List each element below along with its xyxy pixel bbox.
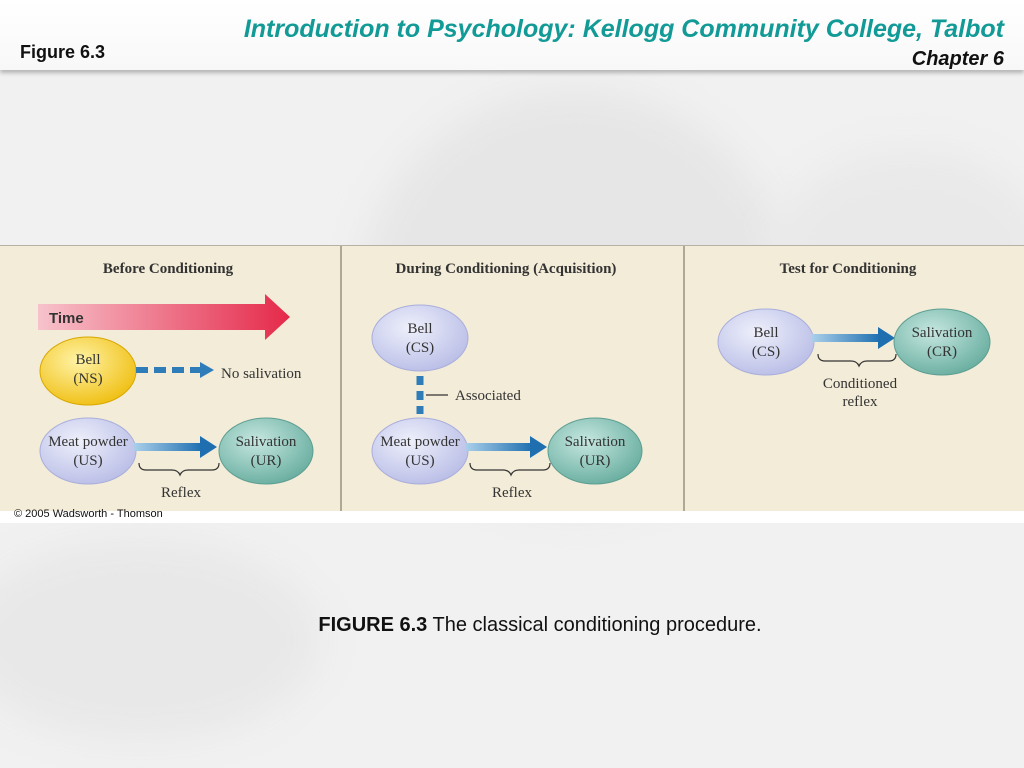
bell-cs-node [371, 304, 469, 372]
node-label: (CS) [406, 340, 434, 356]
copyright-text: © 2005 Wadsworth - Thomson [14, 508, 163, 520]
reflex-brace [469, 462, 551, 477]
figure-caption: FIGURE 6.3 The classical conditioning pr… [0, 614, 1024, 637]
reflex-brace [138, 462, 220, 477]
node-label: Bell [754, 325, 779, 341]
node-label: (NS) [73, 371, 102, 387]
panel-heading: Test for Conditioning [780, 261, 917, 277]
dashed-arrow-head [200, 362, 214, 378]
conditioned-brace [817, 353, 897, 368]
reflex-label: Reflex [161, 485, 201, 501]
conditioned-reflex-label: reflex [843, 394, 878, 410]
panel-heading: Before Conditioning [103, 261, 234, 277]
slide-title: Introduction to Psychology: Kellogg Comm… [243, 15, 1004, 43]
figure-label: Figure 6.3 [20, 42, 106, 62]
node-label: (CS) [752, 344, 780, 360]
node-label: Salivation [912, 325, 973, 341]
conditioned-reflex-label: Conditioned [823, 376, 898, 392]
panel-heading: During Conditioning (Acquisition) [396, 261, 617, 277]
associated-label: Associated [455, 388, 521, 404]
slide-header [0, 0, 1024, 70]
meat-powder-node [371, 417, 469, 485]
reflex-label: Reflex [492, 485, 532, 501]
reflex-arrow-head [200, 436, 217, 458]
time-label: Time [49, 310, 84, 327]
node-label: (UR) [580, 453, 611, 469]
bell-cs-node [717, 308, 815, 376]
conditioning-diagram: Before Conditioning Time Bell (NS) No sa… [0, 245, 1024, 513]
diagram-svg: Before Conditioning Time Bell (NS) No sa… [38, 246, 991, 512]
node-label: (US) [73, 453, 102, 469]
copyright-strip [0, 511, 1024, 523]
node-label: (CR) [927, 344, 957, 360]
node-label: Bell [76, 352, 101, 368]
conditioned-arrow [812, 334, 880, 342]
salivation-ur-node [218, 417, 314, 485]
reflex-arrow-head [530, 436, 547, 458]
node-label: Salivation [236, 434, 297, 450]
chapter-label: Chapter 6 [911, 48, 1004, 70]
salivation-ur-node [547, 417, 643, 485]
node-label: Bell [408, 321, 433, 337]
time-arrow [38, 294, 290, 340]
node-label: Meat powder [48, 434, 128, 450]
salivation-cr-node [893, 308, 991, 376]
caption-text: The classical conditioning procedure. [427, 614, 762, 636]
reflex-arrow [466, 443, 532, 451]
meat-powder-node [39, 417, 137, 485]
caption-figure-number: FIGURE 6.3 [318, 614, 428, 636]
node-label: Salivation [565, 434, 626, 450]
background-shape [0, 540, 320, 740]
conditioned-arrow-head [878, 327, 895, 349]
node-label: (UR) [251, 453, 282, 469]
no-salivation-label: No salivation [221, 366, 302, 382]
reflex-arrow [134, 443, 202, 451]
node-label: Meat powder [380, 434, 460, 450]
node-label: (US) [405, 453, 434, 469]
